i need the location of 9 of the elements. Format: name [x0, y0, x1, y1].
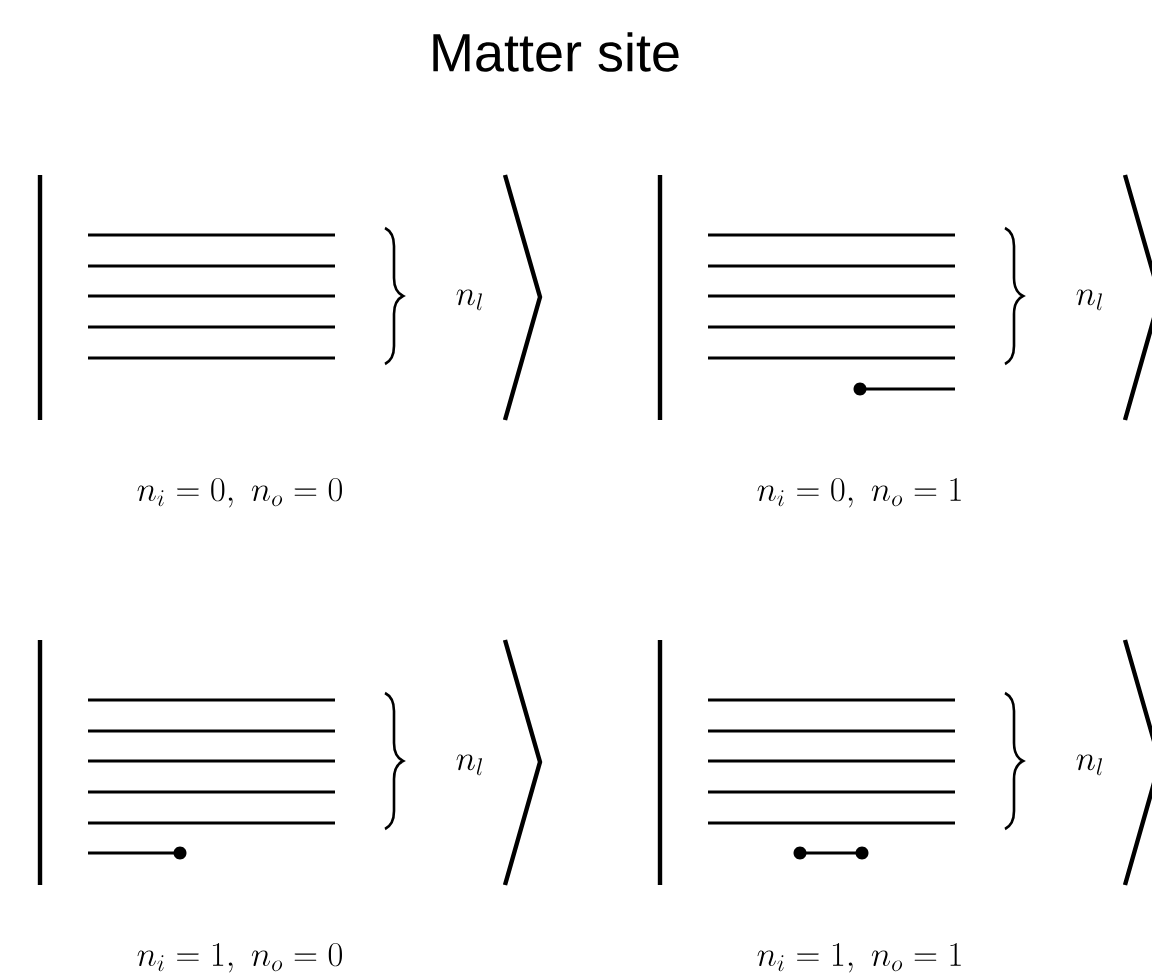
state-caption: $n_i = 1,\ n_o = 1$ [757, 942, 961, 973]
math-label: $n_l$ [456, 754, 482, 776]
state-caption: $n_i = 0,\ n_o = 1$ [757, 477, 961, 508]
state-caption: $n_i = 1,\ n_o = 0$ [137, 942, 342, 973]
math-label: $n_l$ [1076, 754, 1102, 776]
state-caption: $n_i = 0,\ n_o = 0$ [137, 477, 342, 508]
title: Matter site [433, 32, 679, 72]
math-label: $n_l$ [1076, 289, 1102, 311]
math-label: $n_l$ [456, 289, 482, 311]
